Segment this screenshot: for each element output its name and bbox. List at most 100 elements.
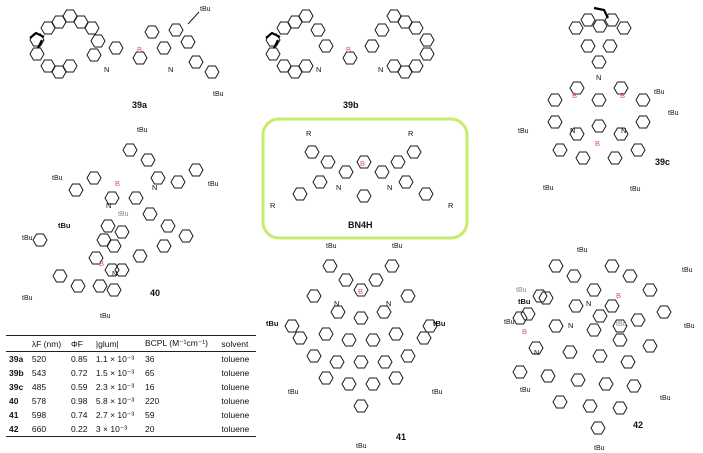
- nitrogen-bn4h-right: N: [387, 183, 392, 192]
- tbu-39a-top: tBu: [200, 6, 211, 13]
- tbu-42-right: tBu: [684, 323, 695, 330]
- table-cell: 0.98: [70, 396, 88, 406]
- label-39b: 39b: [343, 100, 359, 110]
- table-cell: 598: [31, 410, 47, 420]
- nitrogen-40-top-right: N: [152, 183, 157, 192]
- structure-42: [512, 259, 672, 435]
- table-cell: 65: [144, 368, 155, 378]
- table-cell: 660: [28, 422, 68, 437]
- tbu-39c-right2: tBu: [668, 110, 679, 117]
- tbu-42-top: tBu: [577, 247, 588, 254]
- table-header-row: λF (nm) ΦF |glum| BCPL (M⁻¹cm⁻¹) solvent: [6, 335, 256, 352]
- r-bn4h-right: R: [448, 201, 454, 210]
- label-bn4h: BN4H: [348, 220, 373, 230]
- table-header: ΦF: [67, 335, 93, 352]
- tbu-40-grey: tBu: [118, 211, 129, 218]
- structure-39c: [547, 6, 651, 165]
- nitrogen-39c-right: N: [621, 126, 626, 135]
- boron-39a: B: [137, 45, 142, 54]
- r-bn4h-left: R: [270, 201, 276, 210]
- table-cell: 39a: [9, 354, 24, 364]
- table-cell: toluene: [221, 368, 250, 378]
- table-cell: 16: [144, 382, 155, 392]
- boron-40-top: B: [115, 179, 120, 188]
- table-cell: toluene: [221, 382, 250, 392]
- tbu-40-bottom: tBu: [100, 313, 111, 320]
- nitrogen-39c-top: N: [596, 73, 601, 82]
- table-cell: toluene: [221, 396, 250, 406]
- tbu-42-left: tBu: [504, 319, 515, 326]
- table-cell: 41: [9, 410, 19, 420]
- tbu-39c-left: tBu: [518, 128, 529, 135]
- nitrogen-42-mid: N: [568, 321, 573, 330]
- tbu-40-left: tBu: [52, 175, 63, 182]
- table-header: BCPL (M⁻¹cm⁻¹): [141, 335, 219, 352]
- structure-40: [32, 143, 204, 297]
- r-bn4h-top-right: R: [408, 129, 414, 138]
- table-header: |glum|: [92, 335, 142, 352]
- tbu-41-left-bold: tBu: [266, 319, 279, 328]
- table-cell: toluene: [221, 410, 250, 420]
- boron-39b: B: [346, 45, 351, 54]
- nitrogen-41-right: N: [386, 299, 391, 308]
- boron-41: B: [358, 287, 363, 296]
- table-cell: 40: [9, 396, 19, 406]
- tbu-42-mid-grey: tBu: [616, 321, 627, 328]
- tbu-42-bottom-left: tBu: [520, 387, 531, 394]
- boron-39c-right: B: [620, 91, 625, 100]
- table-cell: 39c: [9, 382, 24, 392]
- table-row: 40 578 0.98 5.8 × 10⁻³ 220 toluene: [6, 394, 256, 408]
- table-header: λF (nm): [28, 335, 68, 352]
- table-cell: 0.74: [70, 410, 88, 420]
- nitrogen-42-top: N: [586, 299, 591, 308]
- table-row: 41 598 0.74 2.7 × 10⁻³ 59 toluene: [6, 408, 256, 422]
- table-cell: 0.22: [67, 422, 93, 437]
- label-39c: 39c: [655, 157, 670, 167]
- table-cell: 36: [144, 354, 155, 364]
- tbu-42-bottom-right: tBu: [660, 395, 671, 402]
- tbu-42-bottom: tBu: [594, 445, 605, 452]
- nitrogen-41-left: N: [334, 299, 339, 308]
- bn4h-highlight-box: [261, 117, 469, 240]
- table-cell: 485: [31, 382, 47, 392]
- table-cell: 220: [144, 396, 160, 406]
- label-40: 40: [150, 288, 160, 298]
- table-cell: 1.1 × 10⁻³: [95, 353, 135, 364]
- nitrogen-39a-left: N: [104, 65, 109, 74]
- nitrogen-39a-right: N: [168, 65, 173, 74]
- table-cell: 0.59: [70, 382, 88, 392]
- table-row: 42 660 0.22 3 × 10⁻³ 20 toluene: [6, 422, 256, 437]
- table-cell: 2.7 × 10⁻³: [95, 409, 135, 420]
- tbu-39c-bottom-left: tBu: [543, 185, 554, 192]
- table-cell: 578: [31, 396, 47, 406]
- tbu-40-bold: tBu: [58, 221, 71, 230]
- table-cell: toluene: [221, 354, 250, 364]
- table-cell: 59: [144, 410, 155, 420]
- tbu-41-bottom: tBu: [356, 443, 367, 450]
- boron-39c-bottom: B: [595, 139, 600, 148]
- table-cell: 520: [31, 354, 47, 364]
- table-cell: 42: [6, 422, 29, 437]
- tbu-41-bottom-left: tBu: [288, 389, 299, 396]
- tbu-41-top-right: tBu: [392, 243, 403, 250]
- tbu-41-right-bold: tBu: [433, 319, 446, 328]
- tbu-40-top: tBu: [137, 127, 148, 134]
- table-row: 39b 543 0.72 1.5 × 10⁻³ 65 toluene: [6, 366, 256, 380]
- photophysical-data-table: λF (nm) ΦF |glum| BCPL (M⁻¹cm⁻¹) solvent…: [6, 335, 256, 437]
- boron-40-bottom: B: [99, 259, 104, 268]
- table-cell: 39b: [9, 368, 24, 378]
- structure-bn4h: [292, 145, 434, 203]
- table-cell: 0.72: [70, 368, 88, 378]
- label-39a: 39a: [132, 100, 148, 110]
- table-cell: 3 × 10⁻³: [92, 422, 142, 437]
- tbu-42-grey: tBu: [516, 287, 527, 294]
- table-cell: 20: [141, 422, 219, 437]
- nitrogen-39c-left: N: [570, 126, 575, 135]
- table-cell: 0.85: [70, 354, 88, 364]
- nitrogen-40-top-left: N: [106, 201, 111, 210]
- tbu-42-bold: tBu: [518, 297, 531, 306]
- nitrogen-39b-right: N: [378, 65, 383, 74]
- boron-39c-left: B: [572, 91, 577, 100]
- label-42: 42: [633, 420, 643, 430]
